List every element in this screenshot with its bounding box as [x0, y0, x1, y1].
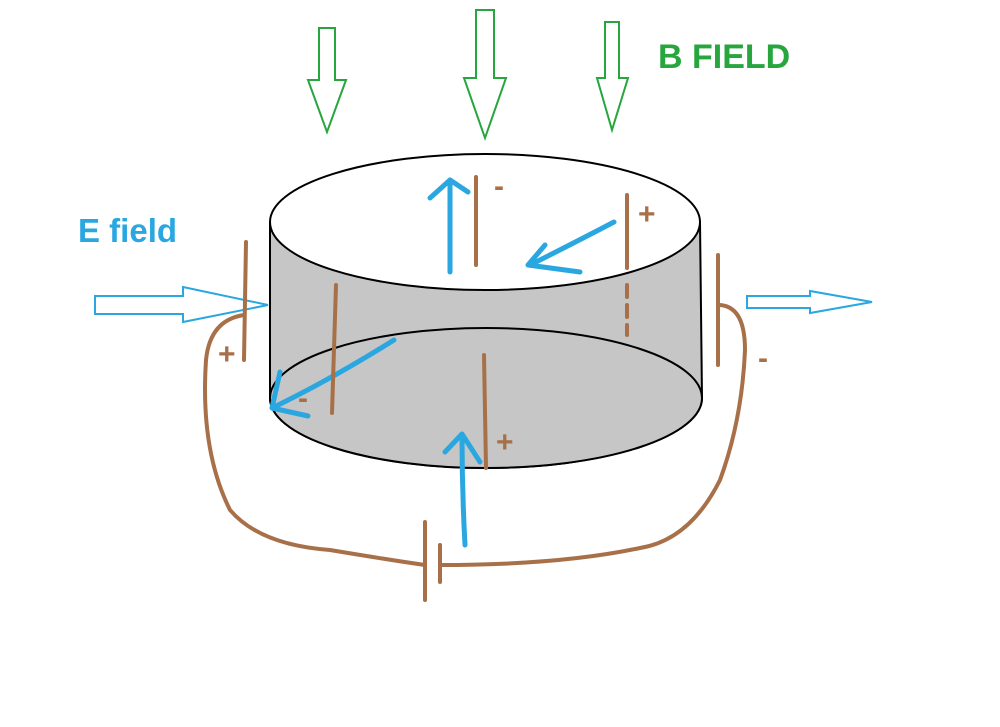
b-arrow-center-icon — [462, 9, 508, 142]
current-arrow-top-up-icon — [427, 177, 471, 275]
b-arrow-right-icon — [595, 21, 630, 134]
sign-top-center: - — [494, 170, 504, 203]
e-field-arrows — [94, 285, 873, 324]
cylinder — [269, 153, 704, 469]
plate-front-left — [330, 283, 338, 415]
cylinder-top — [269, 153, 701, 291]
sign-left-plate: + — [218, 338, 236, 371]
b-arrow-left-icon — [306, 27, 348, 135]
sign-front-left: - — [298, 382, 308, 415]
e-field-label: E field — [78, 212, 177, 249]
plate-front-center — [482, 353, 488, 470]
e-arrow-in-icon — [94, 285, 269, 324]
sign-top-right: + — [638, 198, 656, 231]
wire-left — [203, 313, 427, 567]
plate-left — [242, 240, 248, 362]
plates-and-wire — [203, 175, 748, 602]
current-arrows — [269, 177, 617, 548]
current-arrow-top-inward-icon — [525, 219, 617, 275]
b-field-arrows — [306, 9, 630, 142]
e-arrow-out-icon — [746, 289, 873, 315]
sign-front-center: + — [496, 426, 514, 459]
b-field-label: B FIELD — [658, 38, 790, 76]
wire-right — [438, 303, 748, 567]
sign-right-plate: - — [758, 342, 768, 375]
current-arrow-bottom-up-icon — [442, 431, 483, 548]
